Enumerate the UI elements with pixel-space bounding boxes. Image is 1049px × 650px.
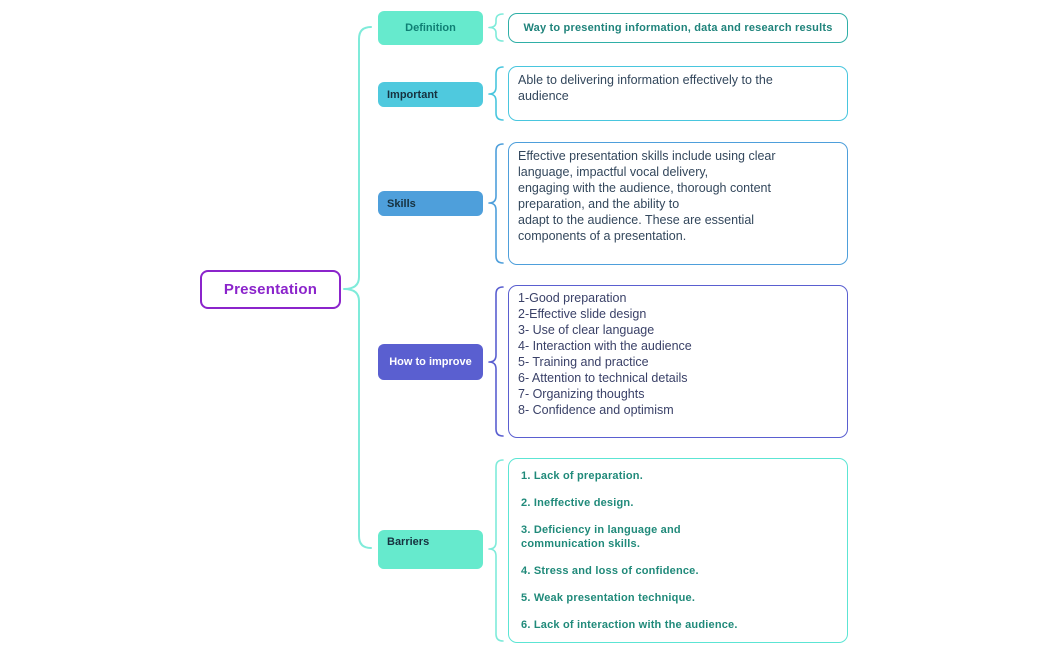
branch-node-label: Barriers [387,536,430,548]
branch-box-important[interactable]: Able to delivering information effective… [508,66,848,121]
branch-node-skills[interactable]: Skills [378,191,483,216]
branch-node-definition[interactable]: Definition [378,11,483,45]
connector-howto-brace [488,286,504,437]
branch-box-definition[interactable]: Way to presenting information, data and … [508,13,848,43]
branch-node-label: How to improve [389,356,472,368]
barriers-item: 1. Lack of preparation. [521,470,643,482]
barriers-item: 3. Deficiency in language and communicat… [521,524,681,550]
connector-definition-brace [488,13,504,42]
definition-content: Way to presenting information, data and … [523,22,833,34]
branch-node-label: Skills [387,197,416,210]
branch-node-how-to-improve[interactable]: How to improve [378,344,483,380]
barriers-item: 5. Weak presentation technique. [521,592,696,604]
branch-box-barriers[interactable]: 1. Lack of preparation. 2. Ineffective d… [508,458,848,643]
branch-node-important[interactable]: Important [378,82,483,107]
connector-important-brace [488,66,504,121]
connector-skills-brace [488,143,504,264]
branch-node-barriers[interactable]: Barriers [378,530,483,569]
branch-box-skills[interactable]: Effective presentation skills include us… [508,142,848,265]
connector-root-brace [343,26,372,549]
branch-node-label: Important [387,88,438,101]
barriers-item: 6. Lack of interaction with the audience… [521,619,738,631]
barriers-item: 4. Stress and loss of confidence. [521,565,699,577]
connector-barriers-brace [488,459,504,642]
barriers-item: 2. Ineffective design. [521,497,634,509]
branch-box-how-to-improve[interactable]: 1-Good preparation 2-Effective slide des… [508,285,848,438]
root-node-label: Presentation [223,281,318,298]
branch-node-label: Definition [405,22,456,34]
root-node-presentation[interactable]: Presentation [200,270,341,309]
